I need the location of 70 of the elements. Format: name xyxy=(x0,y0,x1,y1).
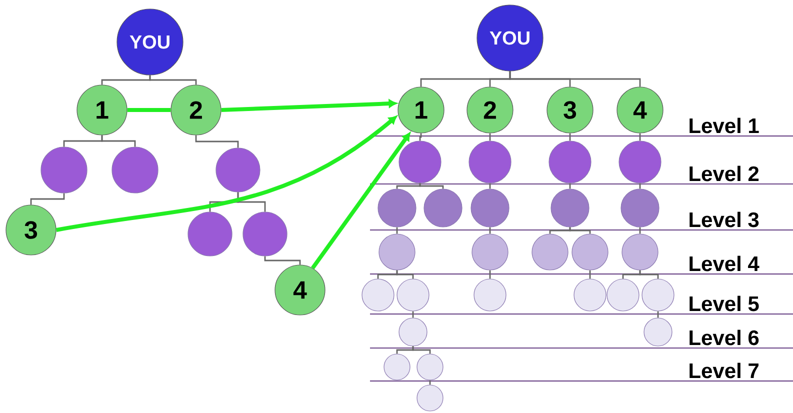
tree-connector xyxy=(101,135,136,147)
tree-connector xyxy=(396,270,414,279)
member-circle xyxy=(396,278,430,312)
tree-connector xyxy=(639,270,659,279)
level-label: Level 7 xyxy=(690,362,758,378)
member-circle xyxy=(398,140,442,184)
tree-connector xyxy=(419,133,422,141)
member-circle xyxy=(606,278,640,312)
level-label: Level 4 xyxy=(690,256,760,272)
tree-connector xyxy=(569,133,571,141)
tree-connector xyxy=(549,227,571,234)
member-circle xyxy=(416,354,444,380)
tree-connector xyxy=(429,380,431,385)
member-circle xyxy=(532,234,568,270)
member-circle xyxy=(424,188,462,228)
member-circle xyxy=(242,212,288,256)
connector-line xyxy=(127,108,171,112)
tree-connector xyxy=(149,75,197,85)
tree-connector xyxy=(657,311,659,318)
member-circle xyxy=(112,146,158,194)
tree-connector xyxy=(569,183,571,189)
tree-connector xyxy=(639,227,641,234)
tree-connector xyxy=(569,227,591,234)
level-label: Level 1 xyxy=(690,118,759,134)
tree-connector xyxy=(489,227,491,234)
member-circle xyxy=(474,278,506,312)
tree-connector xyxy=(412,346,431,354)
level-label: Level 2 xyxy=(690,166,759,182)
tree-connector xyxy=(396,227,398,234)
tree-connector xyxy=(489,183,491,189)
tree-connector xyxy=(195,135,239,148)
member-circle xyxy=(378,234,416,270)
member-circle xyxy=(416,384,444,412)
tree-connector xyxy=(639,183,641,189)
tree-connector xyxy=(489,270,491,279)
member-circle xyxy=(188,212,232,256)
member-circle xyxy=(622,234,658,270)
level-label: Level 3 xyxy=(690,212,759,228)
tree-connector xyxy=(589,270,591,279)
arrow xyxy=(221,100,397,112)
level-label: Level 5 xyxy=(690,296,759,312)
member-circle xyxy=(644,318,672,346)
tree-connector xyxy=(237,192,266,212)
member-circle xyxy=(642,278,674,312)
member-circle xyxy=(384,354,410,380)
tree-connector xyxy=(264,256,301,265)
arrow xyxy=(311,132,410,270)
member-circle xyxy=(470,188,510,228)
member-circle xyxy=(398,318,428,346)
member-circle xyxy=(378,188,416,228)
member-circle xyxy=(572,234,608,270)
member-circle xyxy=(468,140,512,184)
tree-connector xyxy=(30,193,65,205)
member-circle xyxy=(550,188,590,228)
level-label: Level 6 xyxy=(690,330,759,346)
member-circle xyxy=(472,234,508,270)
member-circle xyxy=(548,140,592,184)
member-circle xyxy=(618,140,662,184)
tree-connector xyxy=(639,133,641,141)
tree-connector xyxy=(509,71,641,87)
arrow xyxy=(56,116,397,232)
tree-connector xyxy=(419,183,444,189)
member-circle xyxy=(216,148,260,192)
member-circle xyxy=(574,278,606,312)
member-circle xyxy=(362,278,394,312)
tree-connector xyxy=(412,311,414,318)
member-circle xyxy=(620,188,660,228)
tree-connector xyxy=(489,133,491,141)
member-circle xyxy=(40,146,88,194)
tree-connector xyxy=(396,183,421,189)
